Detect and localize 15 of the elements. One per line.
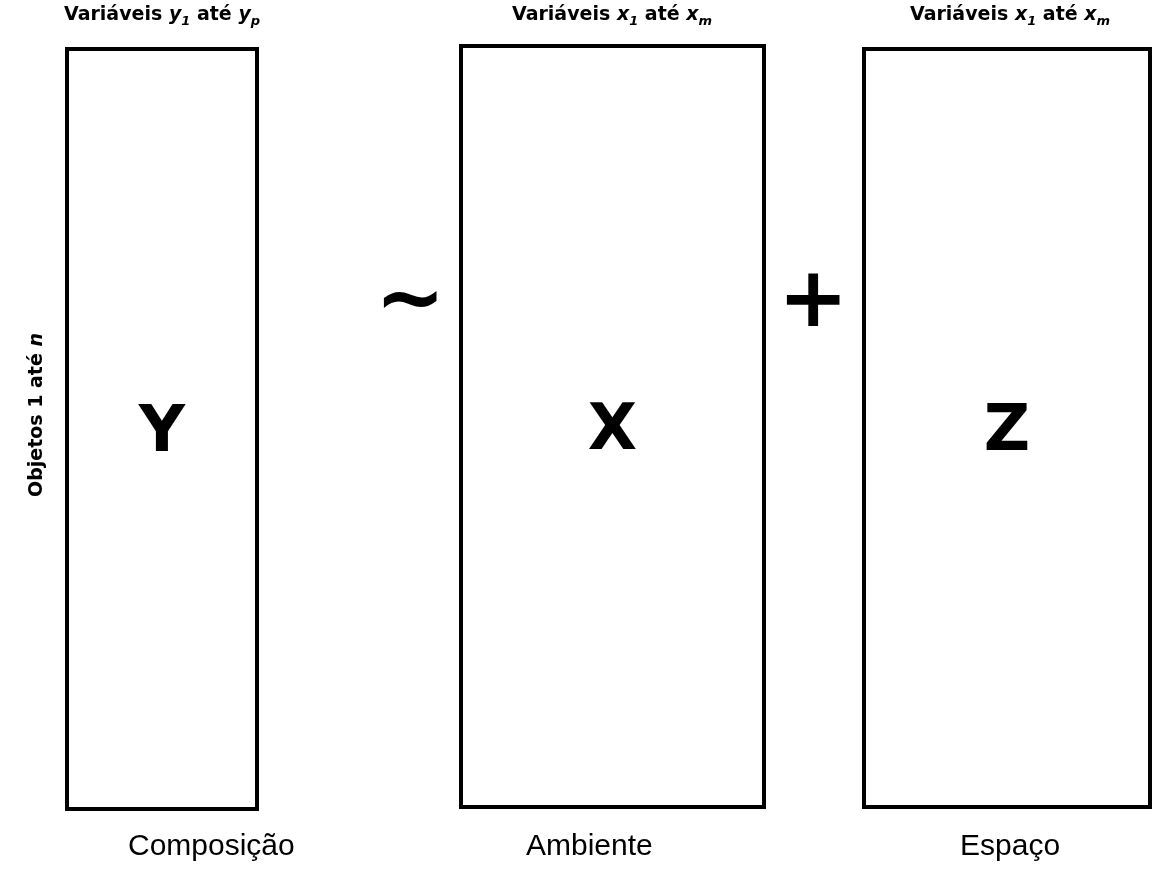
- matrix-box: [459, 44, 766, 809]
- matrix-box: [862, 47, 1152, 809]
- tilde-symbol: ~: [375, 255, 446, 339]
- matrix-letter: Z: [983, 391, 1031, 465]
- matrix-letter: Y: [138, 392, 186, 466]
- matrix-box: [65, 47, 259, 811]
- column-heading: Variáveis x$_{1}$ até x$_{m}$: [512, 2, 713, 28]
- matrix-caption: Composição: [128, 828, 295, 862]
- row-label: Objetos 1 até n: [24, 333, 46, 497]
- column-heading: Variáveis y$_{1}$ até y$_{p}$: [64, 2, 261, 28]
- matrix-caption: Ambiente: [526, 828, 653, 862]
- matrix-letter: X: [587, 389, 638, 464]
- matrix-caption: Espaço: [960, 828, 1061, 862]
- plus-symbol: +: [778, 255, 849, 339]
- column-heading: Variáveis x$_{1}$ até x$_{m}$: [910, 2, 1111, 28]
